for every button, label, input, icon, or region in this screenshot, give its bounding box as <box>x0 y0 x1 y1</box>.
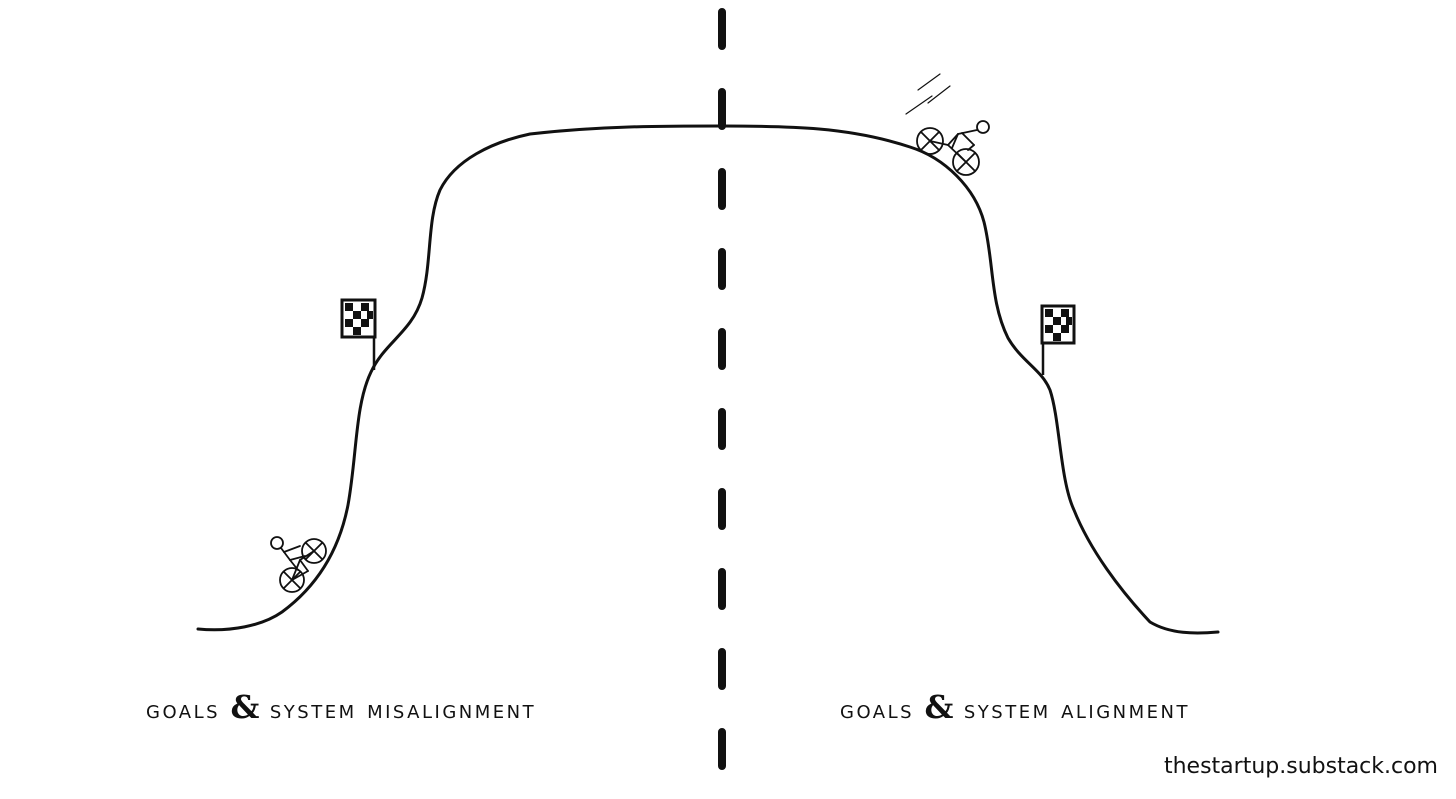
right-panel-caption: goals & system alignment <box>840 688 1190 726</box>
speed-lines-icon <box>905 73 951 115</box>
right-caption-ampersand: & <box>924 688 954 726</box>
left-panel-caption: goals & system misalignment <box>146 688 536 726</box>
left-hill-curve <box>196 124 724 632</box>
left-checkpoint-flag-icon <box>340 298 377 370</box>
right-checkpoint-flag-icon <box>1040 304 1076 375</box>
right-hill-curve <box>720 124 1220 635</box>
right-caption-goals: goals <box>840 695 915 724</box>
left-caption-system-misalignment: system misalignment <box>269 695 537 724</box>
source-credit: thestartup.substack.com <box>1163 754 1438 779</box>
left-caption-goals: goals <box>146 695 221 724</box>
left-caption-ampersand: & <box>230 688 260 726</box>
left-cyclist-climbing-icon <box>270 536 327 593</box>
right-cyclist-descending-icon <box>916 120 990 176</box>
right-caption-system-alignment: system alignment <box>963 695 1190 724</box>
